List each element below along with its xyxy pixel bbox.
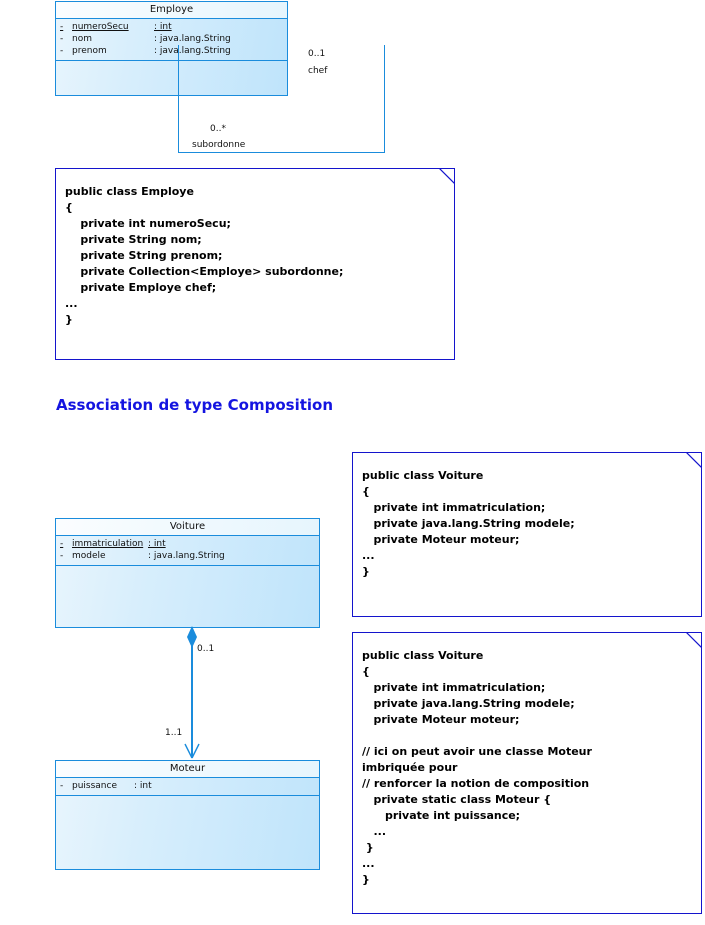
attribute-row: - modele : java.lang.String — [56, 550, 319, 562]
attribute-type: : java.lang.String — [148, 551, 225, 561]
attribute-visibility: - — [60, 551, 64, 561]
attribute-row: - puissance : int — [56, 780, 319, 792]
composition-link-line[interactable] — [191, 630, 193, 758]
class-attributes-moteur: - puissance : int — [56, 778, 319, 796]
class-operations-voiture — [56, 566, 319, 627]
attribute-type: : int — [148, 539, 166, 549]
class-operations-moteur — [56, 796, 319, 869]
attribute-visibility: - — [60, 46, 64, 56]
note-body — [352, 632, 702, 914]
attribute-visibility: - — [60, 539, 64, 549]
class-name-voiture: Voiture — [56, 519, 319, 536]
note-employe-code[interactable]: public class Employe { private int numer… — [55, 168, 455, 360]
attribute-visibility: - — [60, 781, 64, 791]
attribute-name: numeroSecu — [72, 22, 129, 32]
class-attributes-employe: - numeroSecu : int - nom : java.lang.Str… — [56, 19, 287, 61]
self-association-mask — [179, 44, 287, 97]
attribute-type: : java.lang.String — [154, 34, 231, 44]
attribute-row: - prenom : java.lang.String — [56, 45, 287, 57]
note-text: public class Employe { private int numer… — [65, 185, 344, 326]
class-attributes-voiture: - immatriculation : int - modele : java.… — [56, 536, 319, 566]
note-body — [55, 168, 455, 360]
attribute-row: - immatriculation : int — [56, 538, 319, 550]
attribute-type: : int — [154, 22, 172, 32]
class-name-employe: Employe — [56, 2, 287, 19]
attribute-visibility: - — [60, 22, 64, 32]
attribute-row: - nom : java.lang.String — [56, 33, 287, 45]
attribute-name: prenom — [72, 46, 107, 56]
composition-diamond-icon — [187, 626, 197, 648]
section-heading-composition: Association de type Composition — [56, 396, 334, 414]
uml-class-employe[interactable]: Employe - numeroSecu : int - nom : java.… — [55, 1, 288, 96]
attribute-name: nom — [72, 34, 92, 44]
self-association-employe[interactable] — [178, 45, 385, 153]
class-name-moteur: Moteur — [56, 761, 319, 778]
note-voiture-code-nested[interactable]: public class Voiture { private int immat… — [352, 632, 702, 914]
association-label-moteur-end-multiplicity: 1..1 — [165, 728, 183, 738]
attribute-row: - numeroSecu : int — [56, 21, 287, 33]
note-fold-icon — [439, 168, 455, 184]
association-label-voiture-end-multiplicity: 0..1 — [197, 644, 215, 654]
note-fold-icon — [686, 452, 702, 468]
note-voiture-code-simple[interactable]: public class Voiture { private int immat… — [352, 452, 702, 617]
uml-class-voiture[interactable]: Voiture - immatriculation : int - modele… — [55, 518, 320, 628]
uml-class-moteur[interactable]: Moteur - puissance : int — [55, 760, 320, 870]
note-fold-icon — [686, 632, 702, 648]
attribute-type: : java.lang.String — [154, 46, 231, 56]
association-label-subordonne-multiplicity: 0..* — [210, 124, 226, 134]
note-text: public class Voiture { private int immat… — [362, 649, 592, 886]
association-label-chef-role: chef — [308, 66, 328, 76]
note-body — [352, 452, 702, 617]
attribute-name: immatriculation — [72, 539, 144, 549]
attribute-type: : int — [134, 781, 152, 791]
composition-arrow-icon — [184, 743, 200, 759]
note-text: public class Voiture { private int immat… — [362, 469, 575, 578]
attribute-name: modele — [72, 551, 106, 561]
association-label-subordonne-role: subordonne — [192, 140, 246, 150]
attribute-name: puissance — [72, 781, 117, 791]
attribute-visibility: - — [60, 34, 64, 44]
association-label-chef-multiplicity: 0..1 — [308, 49, 326, 59]
